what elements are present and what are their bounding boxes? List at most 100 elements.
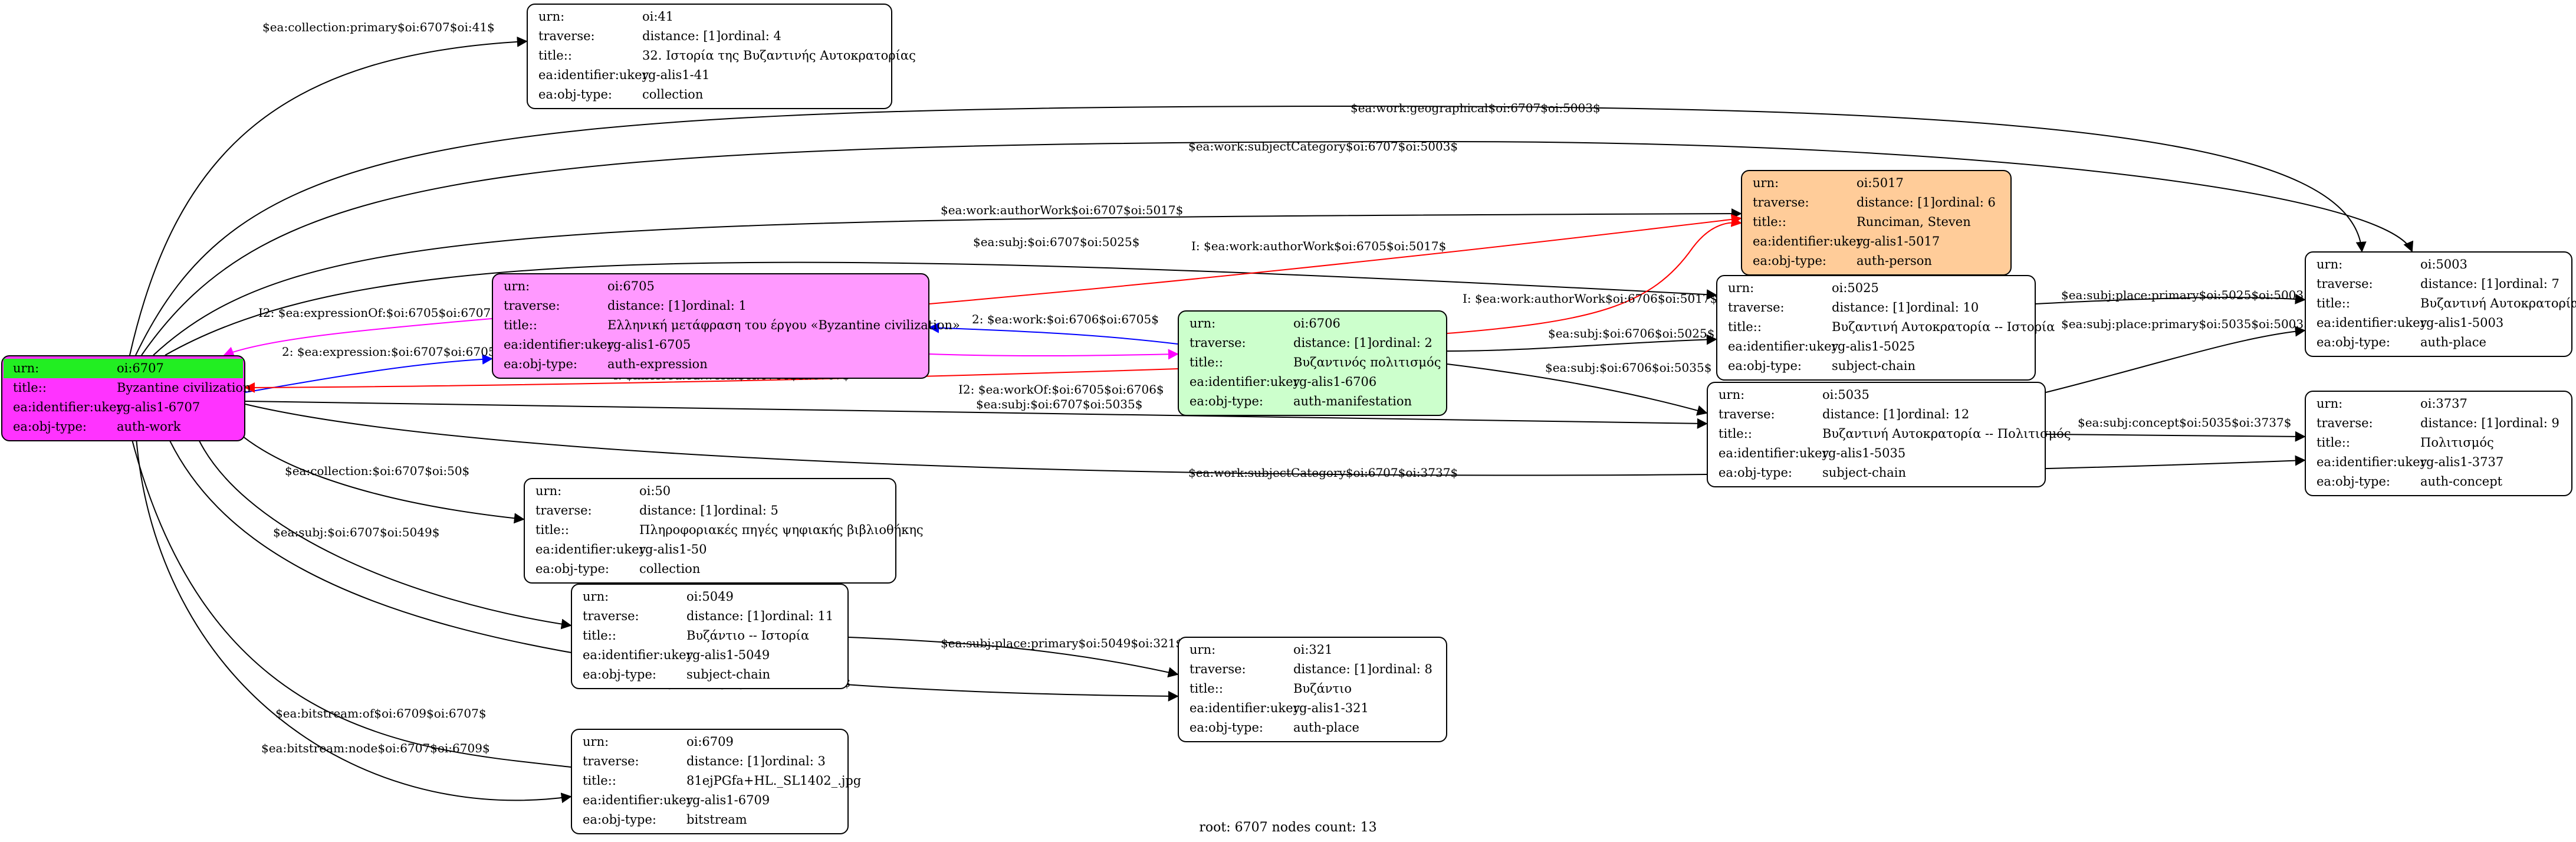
node-row: traverse:distance: [1]ordinal: 12 bbox=[1719, 405, 2039, 424]
edge-label: $ea:subj:$oi:6706$oi:5035$ bbox=[1545, 361, 1711, 375]
node-field-value: auth-concept bbox=[2420, 472, 2565, 492]
edge-line bbox=[929, 349, 1179, 360]
edge-label: $ea:work:geographical$oi:6707$oi:5003$ bbox=[1351, 101, 1601, 115]
node-field-value: rg-alis1-41 bbox=[642, 65, 885, 85]
node-ukey: rg-alis1-6707 bbox=[117, 400, 201, 414]
edge-line bbox=[129, 36, 528, 356]
node-obj-type: auth-person bbox=[1857, 254, 1932, 268]
node-field-value: distance: [1]ordinal: 8 bbox=[1293, 660, 1440, 679]
node-field-value: Βυζαντινή Αυτοκρατορία bbox=[2420, 294, 2576, 313]
edge-line bbox=[244, 368, 1178, 393]
node-ordinal: ordinal: 3 bbox=[765, 754, 826, 768]
edge-label: I2: $ea:expressionOf:$oi:6705$oi:6707$ bbox=[258, 306, 498, 320]
node-field-value: oi:41 bbox=[642, 7, 885, 27]
node-field-value: distance: [1]ordinal: 11 bbox=[686, 607, 842, 626]
edge-label: $ea:subj:$oi:6706$oi:5025$ bbox=[1548, 326, 1714, 340]
node-field-label: urn: bbox=[583, 735, 609, 749]
node-field-value: rg-alis1-6705 bbox=[607, 335, 922, 355]
node-field-label: title:: bbox=[1753, 215, 1786, 229]
node-field-value: collection bbox=[639, 559, 889, 579]
node-row: urn:oi:5003 bbox=[2317, 255, 2565, 274]
node-field-value: rg-alis1-5035 bbox=[1822, 444, 2039, 463]
node-field-label: title:: bbox=[1190, 682, 1223, 696]
node-row: ea:obj-type:bitstream bbox=[583, 810, 842, 830]
edge-line bbox=[848, 637, 1179, 678]
node-field-label: ea:identifier:ukey bbox=[1753, 234, 1864, 248]
node-distance: distance: [1] bbox=[1293, 336, 1372, 350]
node-field-label: ea:obj-type: bbox=[583, 667, 656, 682]
node-row: ea:obj-type: auth-expression bbox=[504, 355, 922, 374]
node-title: 81ejPGfa+HL._SL1402_.jpg bbox=[686, 774, 862, 788]
edge-label: $ea:subj:$oi:6707$oi:5049$ bbox=[273, 525, 439, 539]
node-title: Πολιτισμός bbox=[2420, 435, 2494, 450]
edge-label: $ea:bitstream:of$oi:6709$oi:6707$ bbox=[275, 706, 487, 720]
node-ordinal: ordinal: 8 bbox=[1372, 662, 1432, 676]
node-obj-type: subject-chain bbox=[686, 667, 771, 682]
node-row: ea:obj-type:subject-chain bbox=[1728, 356, 2029, 376]
node-ukey: rg-alis1-6709 bbox=[686, 793, 770, 807]
node-ukey: rg-alis1-6705 bbox=[607, 338, 691, 352]
node-field-label: traverse: bbox=[538, 29, 595, 43]
node-urn: oi:321 bbox=[1293, 643, 1333, 657]
node-row: title::Runciman, Steven bbox=[1753, 212, 2005, 232]
node-ukey: rg-alis1-50 bbox=[639, 542, 707, 556]
node-distance: distance: [1] bbox=[686, 754, 765, 768]
node-row: ea:obj-type:auth-concept bbox=[2317, 472, 2565, 492]
node-row: traverse:distance: [1]ordinal: 1 bbox=[504, 296, 922, 316]
node-field-label: traverse: bbox=[1190, 662, 1246, 676]
node-urn: oi:6705 bbox=[607, 279, 655, 293]
node-field-label: ea:identifier:ukey bbox=[1190, 701, 1300, 715]
node-title: Βυζαντινή Αυτοκρατορία -- Πολιτισμός bbox=[1822, 427, 2071, 441]
node-field-label: title:: bbox=[1728, 320, 1762, 334]
graph-footer: root: 6707 nodes count: 13 bbox=[1199, 820, 1377, 835]
node-field-label: ea:obj-type: bbox=[504, 357, 577, 371]
node-field-label: urn: bbox=[535, 484, 562, 498]
node-ukey: rg-alis1-5017 bbox=[1857, 234, 1940, 248]
node-field-value: rg-alis1-6707 bbox=[117, 398, 238, 417]
node-field-label: ea:identifier:ukey bbox=[1190, 375, 1300, 389]
node-field-label: ea:identifier:ukey bbox=[2317, 316, 2427, 330]
node-row: traverse:distance: [1]ordinal: 11 bbox=[583, 607, 842, 626]
node-obj-type: bitstream bbox=[686, 812, 747, 827]
node-field-label: ea:identifier:ukey bbox=[13, 400, 124, 414]
node-field-value: distance: [1]ordinal: 12 bbox=[1822, 405, 2039, 424]
node-field-value: rg-alis1-5049 bbox=[686, 646, 842, 665]
node-title: Βυζαντινή Αυτοκρατορία -- Ιστορία bbox=[1832, 320, 2055, 334]
node-distance: distance: [1] bbox=[639, 503, 718, 517]
node-row: urn:oi:5017 bbox=[1753, 173, 2005, 193]
edge-line bbox=[929, 214, 1742, 304]
node-row: ea:obj-type:auth-manifestation bbox=[1190, 392, 1440, 411]
node-urn: oi:41 bbox=[642, 9, 674, 24]
node-row: ea:obj-type:auth-place bbox=[2317, 333, 2565, 352]
node-field-value: rg-alis1-6706 bbox=[1293, 372, 1440, 392]
node-title: Πληροφοριακές πηγές ψηφιακής βιβλιοθήκης bbox=[639, 523, 924, 537]
node-field-label: ea:identifier:ukey bbox=[535, 542, 646, 556]
node-field-label: traverse: bbox=[2317, 416, 2373, 430]
node-ukey: rg-alis1-321 bbox=[1293, 701, 1369, 715]
node-row: traverse:distance: [1]ordinal: 2 bbox=[1190, 333, 1440, 353]
node-row: urn:oi:5035 bbox=[1719, 385, 2039, 405]
node-ordinal: ordinal: 9 bbox=[2499, 416, 2559, 430]
node-obj-type: auth-expression bbox=[607, 357, 708, 371]
node-field-value: Πολιτισμός bbox=[2420, 433, 2565, 453]
edge-line bbox=[235, 430, 525, 524]
edge-line bbox=[127, 430, 571, 768]
node-field-value: distance: [1]ordinal: 5 bbox=[639, 501, 889, 520]
edge-line bbox=[245, 353, 493, 393]
